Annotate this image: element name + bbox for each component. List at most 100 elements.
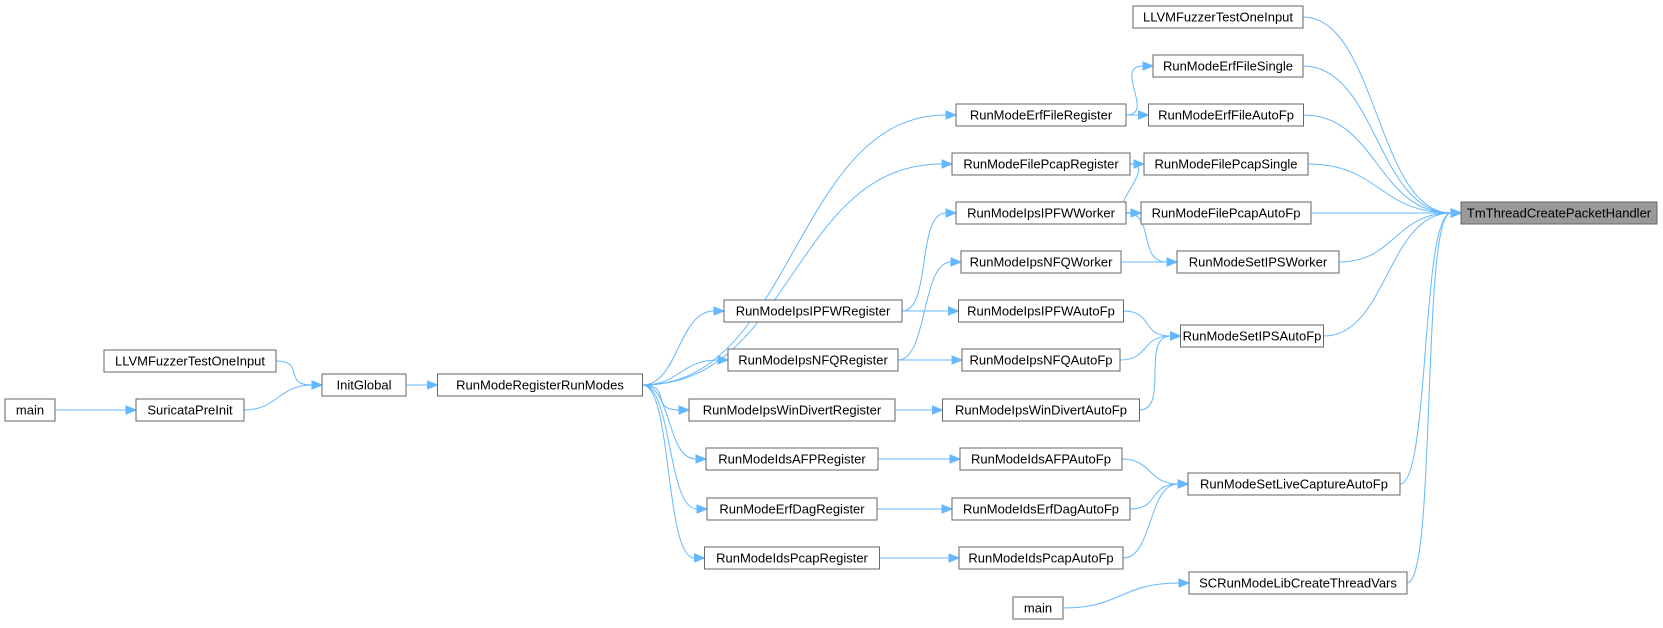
node-run-mode-ids-afpregister[interactable]: RunModeIdsAFPRegister — [705, 447, 879, 471]
edge-run-mode-set-ipsauto-fp-to-tm-thread-create-packet-handler — [1323, 212, 1452, 337]
node-llvmfuzzer-test-one-input[interactable]: LLVMFuzzerTestOneInput — [1132, 5, 1304, 29]
node-box — [1132, 5, 1304, 29]
node-run-mode-ips-ipfwworker[interactable]: RunModeIpsIPFWWorker — [955, 201, 1127, 225]
node-run-mode-ids-erf-dag-auto-fp[interactable]: RunModeIdsErfDagAutoFp — [951, 497, 1131, 521]
arrowhead — [1142, 61, 1155, 71]
edge-run-mode-ips-nfqauto-fp-to-run-mode-set-ipsauto-fp — [1119, 335, 1171, 361]
node-box — [951, 152, 1131, 176]
node-run-mode-erf-file-register[interactable]: RunModeErfFileRegister — [955, 103, 1127, 127]
call-graph-edges — [55, 16, 1463, 609]
node-run-mode-erf-file-auto-fp[interactable]: RunModeErfFileAutoFp — [1148, 103, 1304, 127]
node-box — [951, 497, 1131, 521]
node-label: RunModeIpsNFQRegister — [738, 353, 888, 368]
node-label: RunModeFilePcapSingle — [1154, 157, 1297, 172]
arrowhead — [1178, 578, 1191, 588]
node-box — [437, 373, 643, 397]
node-box — [727, 348, 899, 372]
node-run-mode-file-pcap-single[interactable]: RunModeFilePcapSingle — [1143, 152, 1309, 176]
edge-run-mode-ips-win-divert-auto-fp-to-run-mode-set-ipsauto-fp — [1139, 335, 1171, 411]
node-label: main — [1024, 601, 1052, 616]
node-run-mode-ids-pcap-register[interactable]: RunModeIdsPcapRegister — [704, 546, 880, 570]
node-label: RunModeIpsNFQWorker — [970, 255, 1113, 270]
node-init-global[interactable]: InitGlobal — [321, 373, 407, 397]
node-label: RunModeIpsNFQAutoFp — [969, 353, 1112, 368]
node-label: RunModeSetIPSWorker — [1189, 255, 1328, 270]
node-label: RunModeErfFileSingle — [1163, 59, 1293, 74]
arrowhead — [696, 504, 709, 514]
node-label: RunModeErfFileAutoFp — [1158, 108, 1294, 123]
arrowhead — [951, 355, 964, 365]
node-label: SuricataPreInit — [147, 403, 233, 418]
node-box — [958, 546, 1124, 570]
node-box — [955, 103, 1127, 127]
node-main[interactable]: main — [1012, 596, 1064, 620]
node-box — [1143, 152, 1309, 176]
node-label: RunModeErfFileRegister — [970, 108, 1113, 123]
node-scrun-mode-lib-create-thread-vars[interactable]: SCRunModeLibCreateThreadVars — [1188, 571, 1408, 595]
edge-run-mode-ips-ipfwworker-to-run-mode-set-ipsworker — [1125, 212, 1168, 263]
node-main[interactable]: main — [4, 398, 56, 422]
arrowhead — [717, 355, 730, 365]
node-run-mode-ips-nfqworker[interactable]: RunModeIpsNFQWorker — [960, 250, 1122, 274]
node-label: LLVMFuzzerTestOneInput — [115, 354, 265, 369]
node-box — [704, 546, 880, 570]
node-box — [135, 398, 245, 422]
node-label: RunModeSetLiveCaptureAutoFp — [1200, 477, 1388, 492]
arrowhead — [125, 405, 138, 415]
arrowhead — [1177, 479, 1190, 489]
node-box — [705, 447, 879, 471]
edge-run-mode-erf-file-single-to-tm-thread-create-packet-handler — [1302, 65, 1452, 214]
node-box — [955, 201, 1127, 225]
arrowhead — [1130, 208, 1143, 218]
node-llvmfuzzer-test-one-input[interactable]: LLVMFuzzerTestOneInput — [103, 349, 277, 373]
node-run-mode-ips-nfqauto-fp[interactable]: RunModeIpsNFQAutoFp — [961, 348, 1121, 372]
arrowhead — [1133, 159, 1146, 169]
node-box — [1012, 596, 1064, 620]
node-label: RunModeIdsAFPRegister — [718, 452, 866, 467]
node-run-mode-ids-afpauto-fp[interactable]: RunModeIdsAFPAutoFp — [959, 447, 1123, 471]
node-run-mode-file-pcap-register[interactable]: RunModeFilePcapRegister — [951, 152, 1131, 176]
edge-run-mode-ids-erf-dag-auto-fp-to-run-mode-set-live-capture-auto-fp — [1129, 483, 1179, 510]
arrowhead — [694, 553, 706, 563]
node-run-mode-ips-win-divert-auto-fp[interactable]: RunModeIpsWinDivertAutoFp — [942, 398, 1140, 422]
arrowhead — [695, 454, 708, 464]
node-box — [959, 447, 1123, 471]
arrowhead — [948, 553, 961, 563]
node-run-mode-set-ipsauto-fp[interactable]: RunModeSetIPSAutoFp — [1180, 324, 1324, 348]
node-run-mode-erf-dag-register[interactable]: RunModeErfDagRegister — [706, 497, 878, 521]
arrowhead — [427, 380, 439, 390]
edge-run-mode-register-run-modes-to-run-mode-ids-afpregister — [642, 384, 697, 460]
edge-run-mode-ips-ipfwauto-fp-to-run-mode-set-ipsauto-fp — [1123, 310, 1171, 337]
node-tm-thread-create-packet-handler[interactable]: TmThreadCreatePacketHandler — [1460, 201, 1658, 225]
node-box — [960, 250, 1122, 274]
node-run-mode-ips-nfqregister[interactable]: RunModeIpsNFQRegister — [727, 348, 899, 372]
node-run-mode-set-live-capture-auto-fp[interactable]: RunModeSetLiveCaptureAutoFp — [1187, 472, 1401, 496]
node-box — [1187, 472, 1401, 496]
node-suricata-pre-init[interactable]: SuricataPreInit — [135, 398, 245, 422]
node-box — [4, 398, 56, 422]
node-run-mode-erf-file-single[interactable]: RunModeErfFileSingle — [1152, 54, 1304, 78]
node-label: RunModeErfDagRegister — [719, 502, 865, 517]
node-run-mode-file-pcap-auto-fp[interactable]: RunModeFilePcapAutoFp — [1140, 201, 1312, 225]
arrowhead — [945, 208, 958, 218]
edge-run-mode-set-ipsworker-to-tm-thread-create-packet-handler — [1338, 212, 1452, 263]
arrowhead — [932, 405, 944, 415]
arrowhead — [311, 380, 324, 390]
node-run-mode-ips-ipfwregister[interactable]: RunModeIpsIPFWRegister — [723, 299, 903, 323]
edge-run-mode-register-run-modes-to-run-mode-file-pcap-register — [642, 163, 943, 386]
node-box — [1148, 103, 1304, 127]
edge-run-mode-erf-file-auto-fp-to-tm-thread-create-packet-handler — [1303, 114, 1452, 214]
arrowhead — [949, 454, 962, 464]
node-run-mode-ips-win-divert-register[interactable]: RunModeIpsWinDivertRegister — [688, 398, 896, 422]
node-run-mode-set-ipsworker[interactable]: RunModeSetIPSWorker — [1176, 250, 1340, 274]
node-run-mode-ips-ipfwauto-fp[interactable]: RunModeIpsIPFWAutoFp — [958, 299, 1124, 323]
arrowhead — [678, 405, 691, 415]
node-run-mode-register-run-modes[interactable]: RunModeRegisterRunModes — [437, 373, 643, 397]
arrowhead — [948, 306, 960, 316]
edge-run-mode-file-pcap-single-to-tm-thread-create-packet-handler — [1307, 163, 1452, 214]
node-box — [1460, 201, 1658, 225]
edge-run-mode-ids-pcap-auto-fp-to-run-mode-set-live-capture-auto-fp — [1122, 483, 1179, 559]
node-run-mode-ids-pcap-auto-fp[interactable]: RunModeIdsPcapAutoFp — [958, 546, 1124, 570]
call-graph-nodes: LLVMFuzzerTestOneInputRunModeErfFileSing… — [4, 5, 1658, 620]
